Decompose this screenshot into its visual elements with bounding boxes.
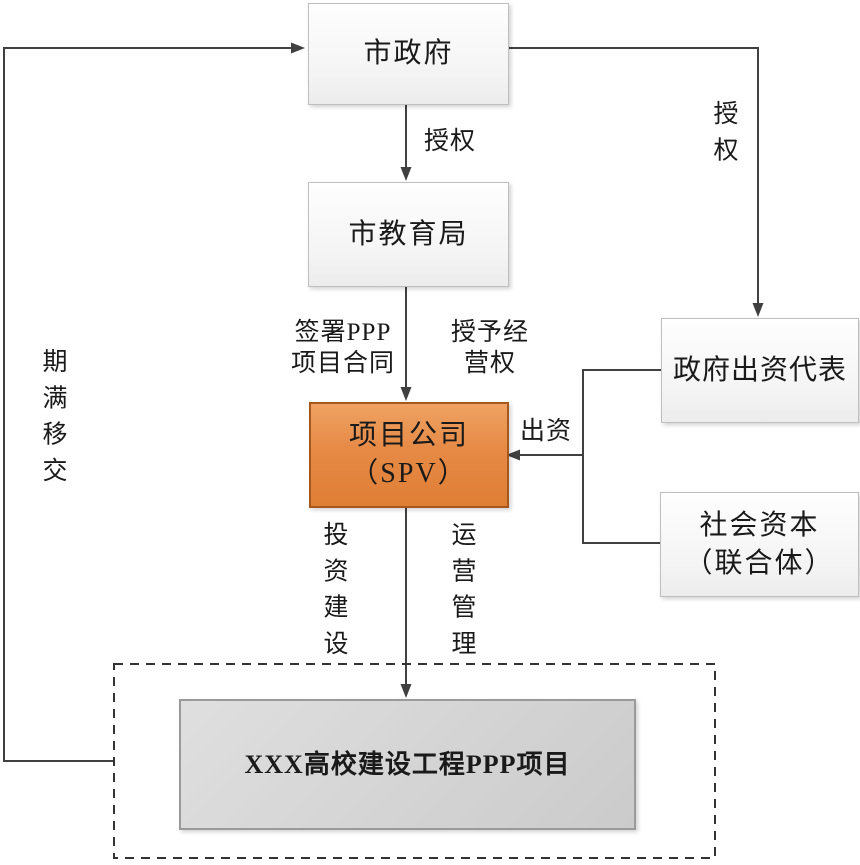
node-government-investor-rep-label: 政府出资代表 [672,354,847,386]
edge-label-invest: 出资 [520,418,573,445]
arrow-transfer-project-to-city [3,47,291,762]
node-government-investor-rep: 政府出资代表 [661,318,859,423]
node-social-capital-label: 社会资本 （联合体） [684,509,835,579]
node-education-bureau-label: 市教育局 [348,218,469,250]
node-project: XXX高校建设工程PPP项目 [179,699,636,830]
arrowhead-right-transfer [291,42,305,54]
investor-junction-lines [582,369,661,544]
edge-label-transfer-on-expiry: 期满移交 [39,348,66,493]
project-scope-dashed-box [113,663,716,859]
arrow-authorize-city-to-govrep [507,47,759,303]
edge-label-invest-build: 投资建设 [320,521,347,666]
edge-label-grant-operation-right: 授予经 营权 [450,319,529,377]
node-spv-label: 项目公司 （SPV） [348,420,469,489]
node-city-government: 市政府 [308,3,509,105]
arrowhead-down-3 [400,684,412,698]
node-spv: 项目公司 （SPV） [309,402,509,508]
node-city-government-label: 市政府 [363,38,454,69]
node-social-capital: 社会资本 （联合体） [660,492,859,597]
arrowhead-down-1 [400,167,412,181]
node-project-label: XXX高校建设工程PPP项目 [244,749,571,779]
edge-label-authorize-right: 授权 [710,100,737,173]
edge-label-authorize-down: 授权 [424,128,477,155]
edge-label-sign-ppp-contract: 签署PPP 项目合同 [290,319,395,377]
arrowhead-down-2 [400,387,412,401]
arrowhead-down-authorize-right [752,303,764,317]
edge-label-operate-manage: 运营管理 [448,521,475,666]
arrowhead-left-invest [506,449,520,461]
node-education-bureau: 市教育局 [308,182,509,287]
